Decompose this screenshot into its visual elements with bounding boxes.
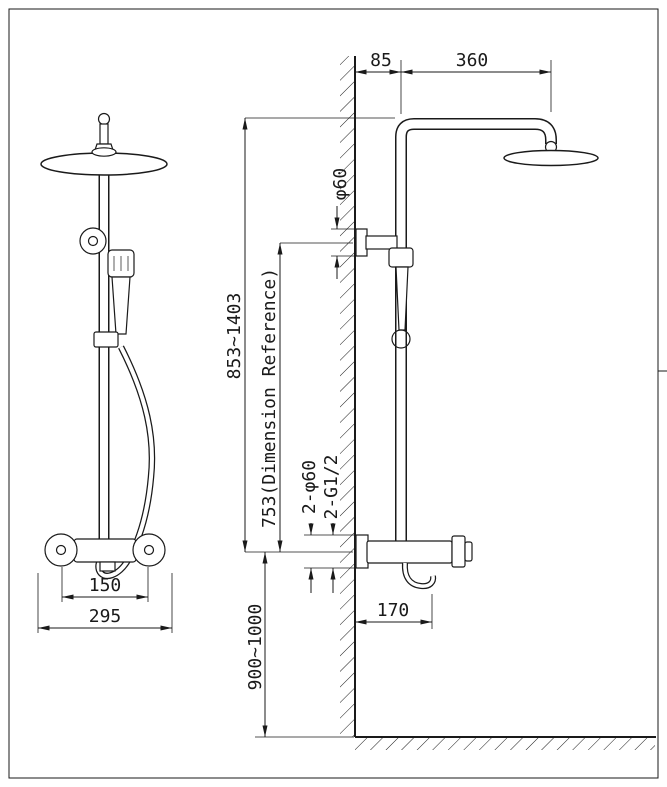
dim-label-900-1000: 900~1000 (245, 604, 266, 691)
hand-shower-handle-front (111, 276, 131, 335)
wall-bracket-arm (365, 235, 398, 250)
mixer-body-side (366, 540, 453, 564)
dimension-753-reference: 753(Dimension Reference) (259, 242, 353, 552)
dimension-phi60: φ60 (330, 168, 366, 279)
dim-label-360: 360 (456, 50, 489, 71)
dim-label-753-reference: 753(Dimension Reference) (259, 268, 280, 528)
dim-label-2-phi60: 2-φ60 (299, 460, 320, 514)
top-stem (99, 123, 109, 145)
dimension-900-1000: 900~1000 (245, 552, 354, 738)
dimension-150: 150 (61, 567, 149, 602)
floor-hatching (355, 737, 655, 750)
top-knob (97, 112, 111, 126)
hose-outlet (99, 561, 116, 572)
dimension-2-g12: 2-G1/2 (321, 454, 342, 593)
dimension-2-phi60: 2-φ60 (299, 460, 356, 593)
mixer-knob-side (451, 535, 466, 568)
handset-holder-knob-center (87, 235, 99, 247)
drawing-frame (8, 8, 659, 779)
dimensions: 85 360 φ60 853~1403 753(Dimension Refere… (37, 50, 552, 738)
side-view (340, 56, 656, 750)
dimension-295: 295 (37, 573, 173, 633)
mixer-handle-right (132, 533, 166, 567)
shower-head-hub (91, 147, 117, 157)
hand-shower-handle-side (395, 266, 409, 331)
dimension-170: 170 (355, 594, 433, 629)
dim-label-2-g12: 2-G1/2 (321, 454, 342, 519)
riser-and-arm (396, 119, 556, 545)
wall-hatching (340, 56, 355, 737)
mixer-knob-cap (464, 541, 473, 562)
front-view (40, 112, 168, 580)
spray-face-lines (113, 256, 129, 271)
mixer-handle-right-center (143, 544, 155, 556)
dimension-360: 360 (401, 50, 552, 112)
hand-shower-head-side (388, 247, 414, 268)
handset-holder-knob (79, 227, 107, 255)
dim-label-150: 150 (89, 575, 122, 596)
mixer-body-front (73, 538, 137, 563)
hand-shower-ring (391, 329, 411, 349)
shower-head-side (503, 149, 599, 167)
pipe-clamp (93, 331, 119, 348)
riser-and-arm-outline (395, 118, 557, 545)
dim-label-853-1403: 853~1403 (224, 293, 245, 380)
wall-bracket-plate (355, 228, 368, 257)
dim-label-phi60: φ60 (330, 168, 351, 201)
mixer-handle-left (44, 533, 78, 567)
dim-label-170: 170 (377, 600, 410, 621)
dimension-85: 85 (355, 50, 402, 114)
spout (403, 562, 435, 588)
dim-label-295: 295 (89, 606, 122, 627)
dim-label-85: 85 (370, 50, 392, 71)
mixer-handle-left-center (55, 544, 67, 556)
mixer-wall-flange (355, 534, 369, 569)
